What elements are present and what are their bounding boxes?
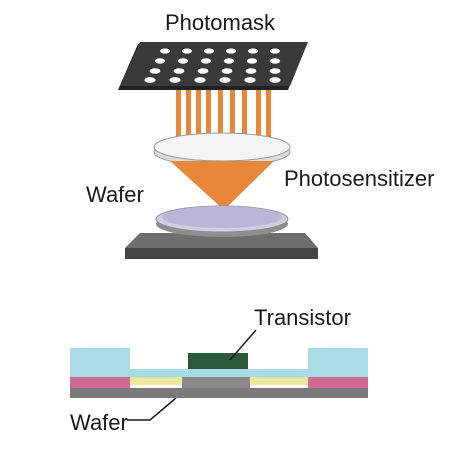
wafer-disc bbox=[155, 205, 289, 237]
cross-section-cyan-left bbox=[70, 348, 130, 377]
cross-section-yellow-right bbox=[250, 377, 308, 385]
photomask-holes bbox=[144, 48, 281, 83]
transistor-label: Transistor bbox=[254, 305, 351, 330]
cross-section-gray-middle bbox=[182, 377, 250, 388]
cross-section-yellow-left bbox=[130, 377, 182, 385]
wafer-label-bottom: Wafer bbox=[70, 410, 128, 435]
transistor-leader-line bbox=[229, 329, 257, 361]
light-cone bbox=[170, 161, 274, 210]
cross-section bbox=[70, 348, 368, 398]
wafer-leader-line bbox=[127, 397, 177, 421]
photosensitizer-label: Photosensitizer bbox=[284, 166, 435, 191]
cross-section-cyan-right bbox=[308, 348, 368, 377]
lens-disc bbox=[153, 132, 291, 167]
wafer-label-top: Wafer bbox=[86, 182, 144, 207]
wafer-stage bbox=[125, 233, 318, 259]
light-beams bbox=[176, 90, 271, 162]
cross-section-cyan-thin bbox=[130, 369, 308, 377]
cross-section-base bbox=[70, 388, 368, 398]
cross-section-pink-left bbox=[70, 377, 130, 388]
cross-section-pink-right bbox=[308, 377, 368, 388]
transistor-block bbox=[188, 353, 248, 369]
photomask bbox=[118, 42, 308, 90]
photomask-label: Photomask bbox=[165, 10, 276, 35]
